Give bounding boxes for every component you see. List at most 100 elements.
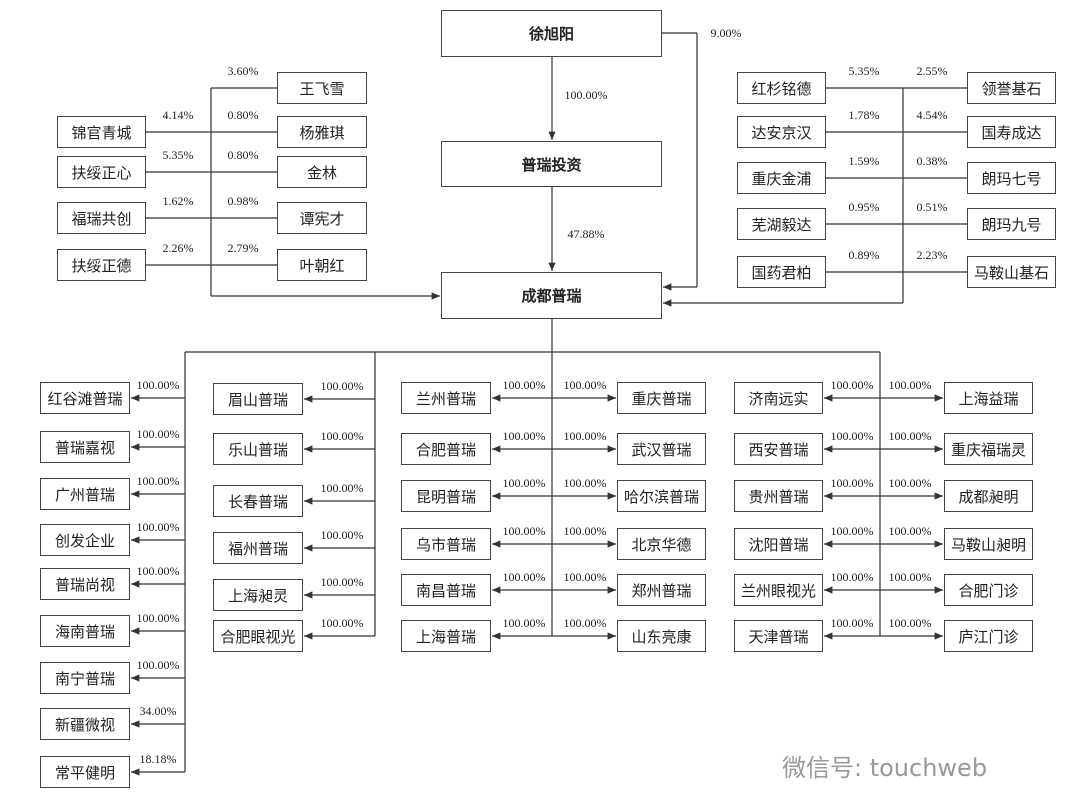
percentage-label: 100.00%: [830, 524, 874, 538]
holding-box-purui-investment: 普瑞投资: [441, 141, 662, 187]
percentage-label: 100.00%: [888, 524, 932, 538]
percentage-label: 100.00%: [136, 378, 180, 392]
subsidiary-box: 南宁普瑞: [40, 662, 130, 694]
percentage-label: 100.00%: [320, 528, 364, 542]
percentage-label: 100.00%: [888, 378, 932, 392]
percentage-label: 0.80%: [227, 108, 259, 122]
shareholder-box: 王飞雪: [277, 72, 367, 104]
subsidiary-box: 西安普瑞: [734, 433, 823, 465]
subsidiary-box: 天津普瑞: [734, 620, 823, 652]
percentage-label: 100.00%: [888, 616, 932, 630]
percentage-label: 100.00%: [320, 379, 364, 393]
subsidiary-box: 合肥门诊: [944, 574, 1033, 606]
shareholder-box: 领誉基石: [967, 72, 1056, 104]
watermark: 微信号: touchweb: [782, 754, 988, 782]
percentage-label: 0.38%: [916, 154, 948, 168]
subsidiary-box: 眉山普瑞: [213, 383, 303, 415]
subsidiary-box: 乌市普瑞: [401, 528, 491, 560]
percentage-label: 100.00%: [136, 474, 180, 488]
subsidiary-box: 武汉普瑞: [617, 433, 706, 465]
subsidiary-box: 兰州眼视光: [734, 574, 823, 606]
subsidiary-box: 上海益瑞: [944, 382, 1033, 414]
subsidiary-box: 沈阳普瑞: [734, 528, 823, 560]
percentage-label: 100.00%: [136, 427, 180, 441]
shareholder-box: 叶朝红: [277, 249, 367, 281]
percentage-label: 100.00%: [502, 378, 546, 392]
percentage-label: 1.62%: [162, 194, 194, 208]
percentage-label: 100.00%: [136, 658, 180, 672]
percentage-label: 100.00%: [888, 570, 932, 584]
subsidiary-box: 福州普瑞: [213, 532, 303, 564]
shareholder-box: 红杉铭德: [737, 72, 826, 104]
subsidiary-box: 重庆福瑞灵: [944, 433, 1033, 465]
subsidiary-box: 南昌普瑞: [401, 574, 491, 606]
subsidiary-box: 普瑞嘉视: [40, 431, 130, 463]
percentage-label: 0.51%: [916, 200, 948, 214]
percentage-label: 100.00%: [830, 476, 874, 490]
percentage-label: 100.00%: [563, 570, 607, 584]
percentage-label: 1.78%: [848, 108, 880, 122]
subsidiary-box: 哈尔滨普瑞: [617, 480, 706, 512]
shareholder-box: 芜湖毅达: [737, 208, 826, 240]
shareholder-box: 重庆金浦: [737, 162, 826, 194]
subsidiary-box: 创发企业: [40, 524, 130, 556]
shareholder-box: 金林: [277, 156, 367, 188]
subsidiary-box: 上海普瑞: [401, 620, 491, 652]
percentage-label: 18.18%: [139, 752, 177, 766]
subsidiary-box: 重庆普瑞: [617, 382, 706, 414]
person-box-xu-xuyang: 徐旭阳: [441, 10, 662, 57]
percentage-label: 5.35%: [162, 148, 194, 162]
subsidiary-box: 常平健明: [40, 756, 130, 788]
shareholder-box: 扶绥正德: [57, 249, 146, 281]
subsidiary-box: 马鞍山昶明: [944, 528, 1033, 560]
percentage-label: 100.00%: [502, 524, 546, 538]
shareholder-box: 达安京汉: [737, 116, 826, 148]
subsidiary-box: 合肥眼视光: [213, 620, 303, 652]
percentage-label: 100.00%: [830, 570, 874, 584]
subsidiary-box: 昆明普瑞: [401, 480, 491, 512]
subsidiary-box: 贵州普瑞: [734, 480, 823, 512]
subsidiary-box: 广州普瑞: [40, 478, 130, 510]
percentage-label: 2.55%: [916, 64, 948, 78]
percentage-label: 2.23%: [916, 248, 948, 262]
percentage-label: 100.00%: [888, 429, 932, 443]
percentage-label: 5.35%: [848, 64, 880, 78]
subsidiary-box: 庐江门诊: [944, 620, 1033, 652]
subsidiary-box: 乐山普瑞: [213, 433, 303, 465]
shareholder-box: 马鞍山基石: [967, 256, 1056, 288]
percentage-label: 100.00%: [320, 481, 364, 495]
percentage-label: 0.95%: [848, 200, 880, 214]
shareholder-box: 锦官青城: [57, 116, 146, 148]
shareholder-box: 国药君柏: [737, 256, 826, 288]
percentage-label: 100.00%: [502, 429, 546, 443]
percentage-label: 100.00%: [136, 520, 180, 534]
shareholder-box: 福瑞共创: [57, 202, 146, 234]
percentage-label: 100.00%: [502, 476, 546, 490]
percentage-label: 9.00%: [710, 26, 742, 40]
subsidiary-box: 北京华德: [617, 528, 706, 560]
subsidiary-box: 海南普瑞: [40, 615, 130, 647]
percentage-label: 100.00%: [136, 564, 180, 578]
percentage-label: 100.00%: [564, 88, 608, 102]
subsidiary-box: 普瑞尚视: [40, 568, 130, 600]
percentage-label: 100.00%: [888, 476, 932, 490]
subsidiary-box: 成都昶明: [944, 480, 1033, 512]
percentage-label: 1.59%: [848, 154, 880, 168]
shareholder-box: 朗玛七号: [967, 162, 1056, 194]
percentage-label: 100.00%: [563, 616, 607, 630]
shareholder-box: 扶绥正心: [57, 156, 146, 188]
shareholder-box: 国寿成达: [967, 116, 1056, 148]
percentage-label: 2.79%: [227, 241, 259, 255]
subsidiary-box: 兰州普瑞: [401, 382, 491, 414]
percentage-label: 0.80%: [227, 148, 259, 162]
shareholder-box: 杨雅琪: [277, 116, 367, 148]
percentage-label: 100.00%: [320, 429, 364, 443]
shareholder-box: 谭宪才: [277, 202, 367, 234]
percentage-label: 100.00%: [320, 616, 364, 630]
percentage-label: 47.88%: [567, 227, 605, 241]
percentage-label: 100.00%: [563, 524, 607, 538]
percentage-label: 4.54%: [916, 108, 948, 122]
subsidiary-box: 济南远实: [734, 382, 823, 414]
percentage-label: 100.00%: [563, 378, 607, 392]
